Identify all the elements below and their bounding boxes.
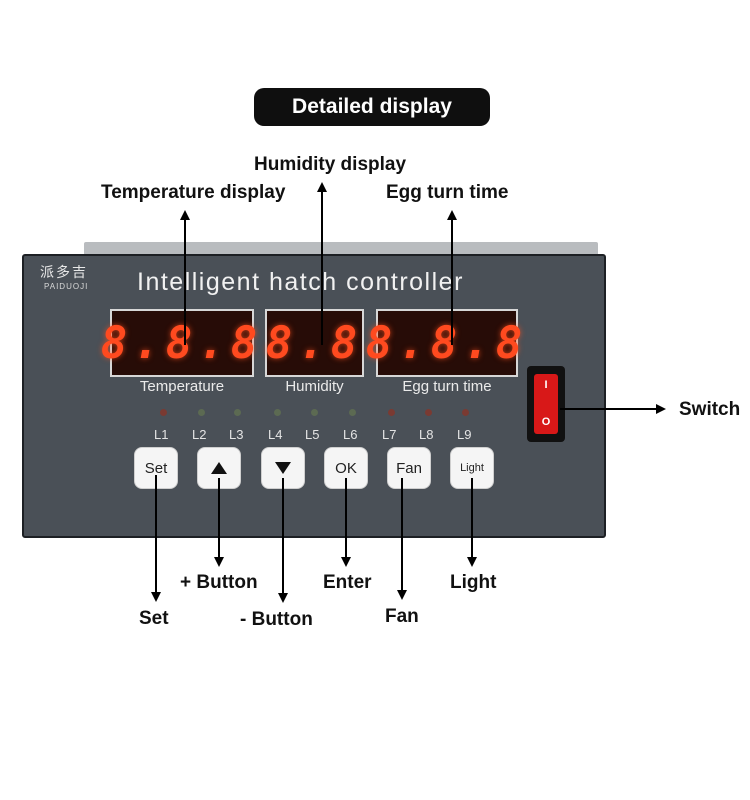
brand-english: PAIDUOJI xyxy=(44,282,89,291)
humidity-digits: 8.8 xyxy=(265,317,364,369)
ok-button[interactable]: OK xyxy=(324,447,368,489)
led-l1 xyxy=(160,409,167,416)
temperature-display-callout: Temperature display xyxy=(101,182,286,203)
switch-callout: Switch xyxy=(679,399,741,420)
led-label-l8: L8 xyxy=(419,427,434,442)
set-button-label: Set xyxy=(144,459,168,477)
led-l6 xyxy=(349,409,356,416)
light-callout: Light xyxy=(450,572,497,593)
led-label-l2: L2 xyxy=(192,427,207,442)
set-callout: Set xyxy=(139,608,169,629)
humidity-label: Humidity xyxy=(285,378,344,395)
led-label-l7: L7 xyxy=(382,427,397,442)
egg-turn-time-display: 8.8.8 xyxy=(366,309,522,377)
device-top-bezel xyxy=(84,242,598,256)
triangle-up-icon xyxy=(211,462,227,474)
plus-button-callout: + Button xyxy=(180,572,258,593)
led-label-l4: L4 xyxy=(268,427,283,442)
temperature-display: 8.8.8 xyxy=(101,309,257,377)
led-l9 xyxy=(462,409,469,416)
humidity-display-callout: Humidity display xyxy=(254,154,407,175)
temperature-digits: 8.8.8 xyxy=(100,317,264,369)
controller-panel xyxy=(22,254,606,538)
ok-button-label: OK xyxy=(335,459,357,477)
led-l5 xyxy=(311,409,318,416)
minus-button-callout: - Button xyxy=(240,609,313,630)
egg-turn-digits: 8.8.8 xyxy=(365,317,529,369)
led-label-l5: L5 xyxy=(305,427,320,442)
led-l3 xyxy=(234,409,241,416)
triangle-down-icon xyxy=(275,462,291,474)
led-label-l6: L6 xyxy=(343,427,358,442)
led-l8 xyxy=(425,409,432,416)
led-label-l3: L3 xyxy=(229,427,244,442)
led-label-l9: L9 xyxy=(457,427,472,442)
temperature-label: Temperature xyxy=(139,378,225,395)
switch-on-symbol: I xyxy=(544,379,548,391)
heading-banner: Detailed display xyxy=(254,88,490,126)
panel-title: Intelligent hatch controller xyxy=(137,268,464,296)
humidity-display: 8.8 xyxy=(265,309,364,377)
egg-turn-time-label: Egg turn time xyxy=(402,378,492,395)
power-switch[interactable]: I O xyxy=(534,374,558,434)
light-button[interactable]: Light xyxy=(450,447,494,489)
led-l7 xyxy=(388,409,395,416)
led-label-l1: L1 xyxy=(154,427,169,442)
brand-chinese: 派多吉 xyxy=(40,264,88,280)
plus-button[interactable] xyxy=(197,447,241,489)
fan-button-label: Fan xyxy=(396,459,422,477)
fan-button[interactable]: Fan xyxy=(387,447,431,489)
led-l4 xyxy=(274,409,281,416)
heading-text: Detailed display xyxy=(292,95,452,118)
switch-off-symbol: O xyxy=(541,416,551,428)
light-button-label: Light xyxy=(460,462,484,474)
fan-callout: Fan xyxy=(385,606,419,627)
enter-callout: Enter xyxy=(323,572,372,593)
egg-turn-time-callout: Egg turn time xyxy=(386,182,509,203)
led-l2 xyxy=(198,409,205,416)
